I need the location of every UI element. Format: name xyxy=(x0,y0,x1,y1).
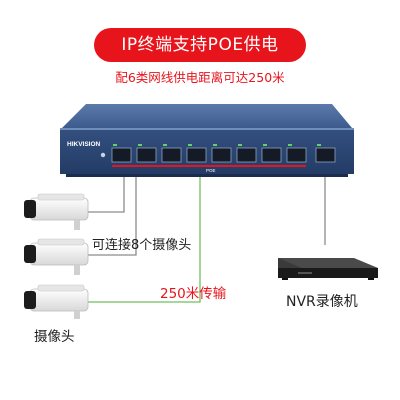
switch-foot xyxy=(66,174,348,177)
camera-label: 摄像头 xyxy=(34,329,75,345)
camera-icon xyxy=(24,193,89,230)
connect-count-label: 可连接8个摄像头 xyxy=(92,238,192,253)
cable-camera-2 xyxy=(85,170,137,256)
switch-port xyxy=(315,147,336,163)
power-led xyxy=(100,152,106,158)
switch-port xyxy=(111,147,132,163)
switch-brand: HIKVISION xyxy=(67,141,101,148)
switch-port xyxy=(161,147,182,163)
poe-switch: HIKVISION POE xyxy=(60,104,354,177)
switch-port xyxy=(211,147,232,163)
port-stripe xyxy=(112,165,306,167)
title-banner: IP终端支持POE供电 xyxy=(94,28,306,62)
nvr-label: NVR录像机 xyxy=(286,294,358,310)
subtitle-text: 配6类网线供电距离可达250米 xyxy=(115,70,285,85)
camera-icon xyxy=(24,238,89,275)
camera-icon xyxy=(24,284,89,319)
port-leds xyxy=(113,144,321,146)
switch-ports xyxy=(111,147,336,163)
cable-camera-3 xyxy=(85,170,201,303)
distance-label: 250米传输 xyxy=(160,286,227,302)
switch-port xyxy=(286,147,307,163)
switch-port xyxy=(236,147,257,163)
switch-port xyxy=(261,147,282,163)
switch-port xyxy=(186,147,207,163)
cables xyxy=(85,170,326,303)
switch-port xyxy=(136,147,157,163)
port-group-label: POE xyxy=(206,168,216,173)
switch-top xyxy=(62,104,352,128)
cable-camera-1 xyxy=(85,170,125,213)
nvr-icon xyxy=(278,258,378,280)
